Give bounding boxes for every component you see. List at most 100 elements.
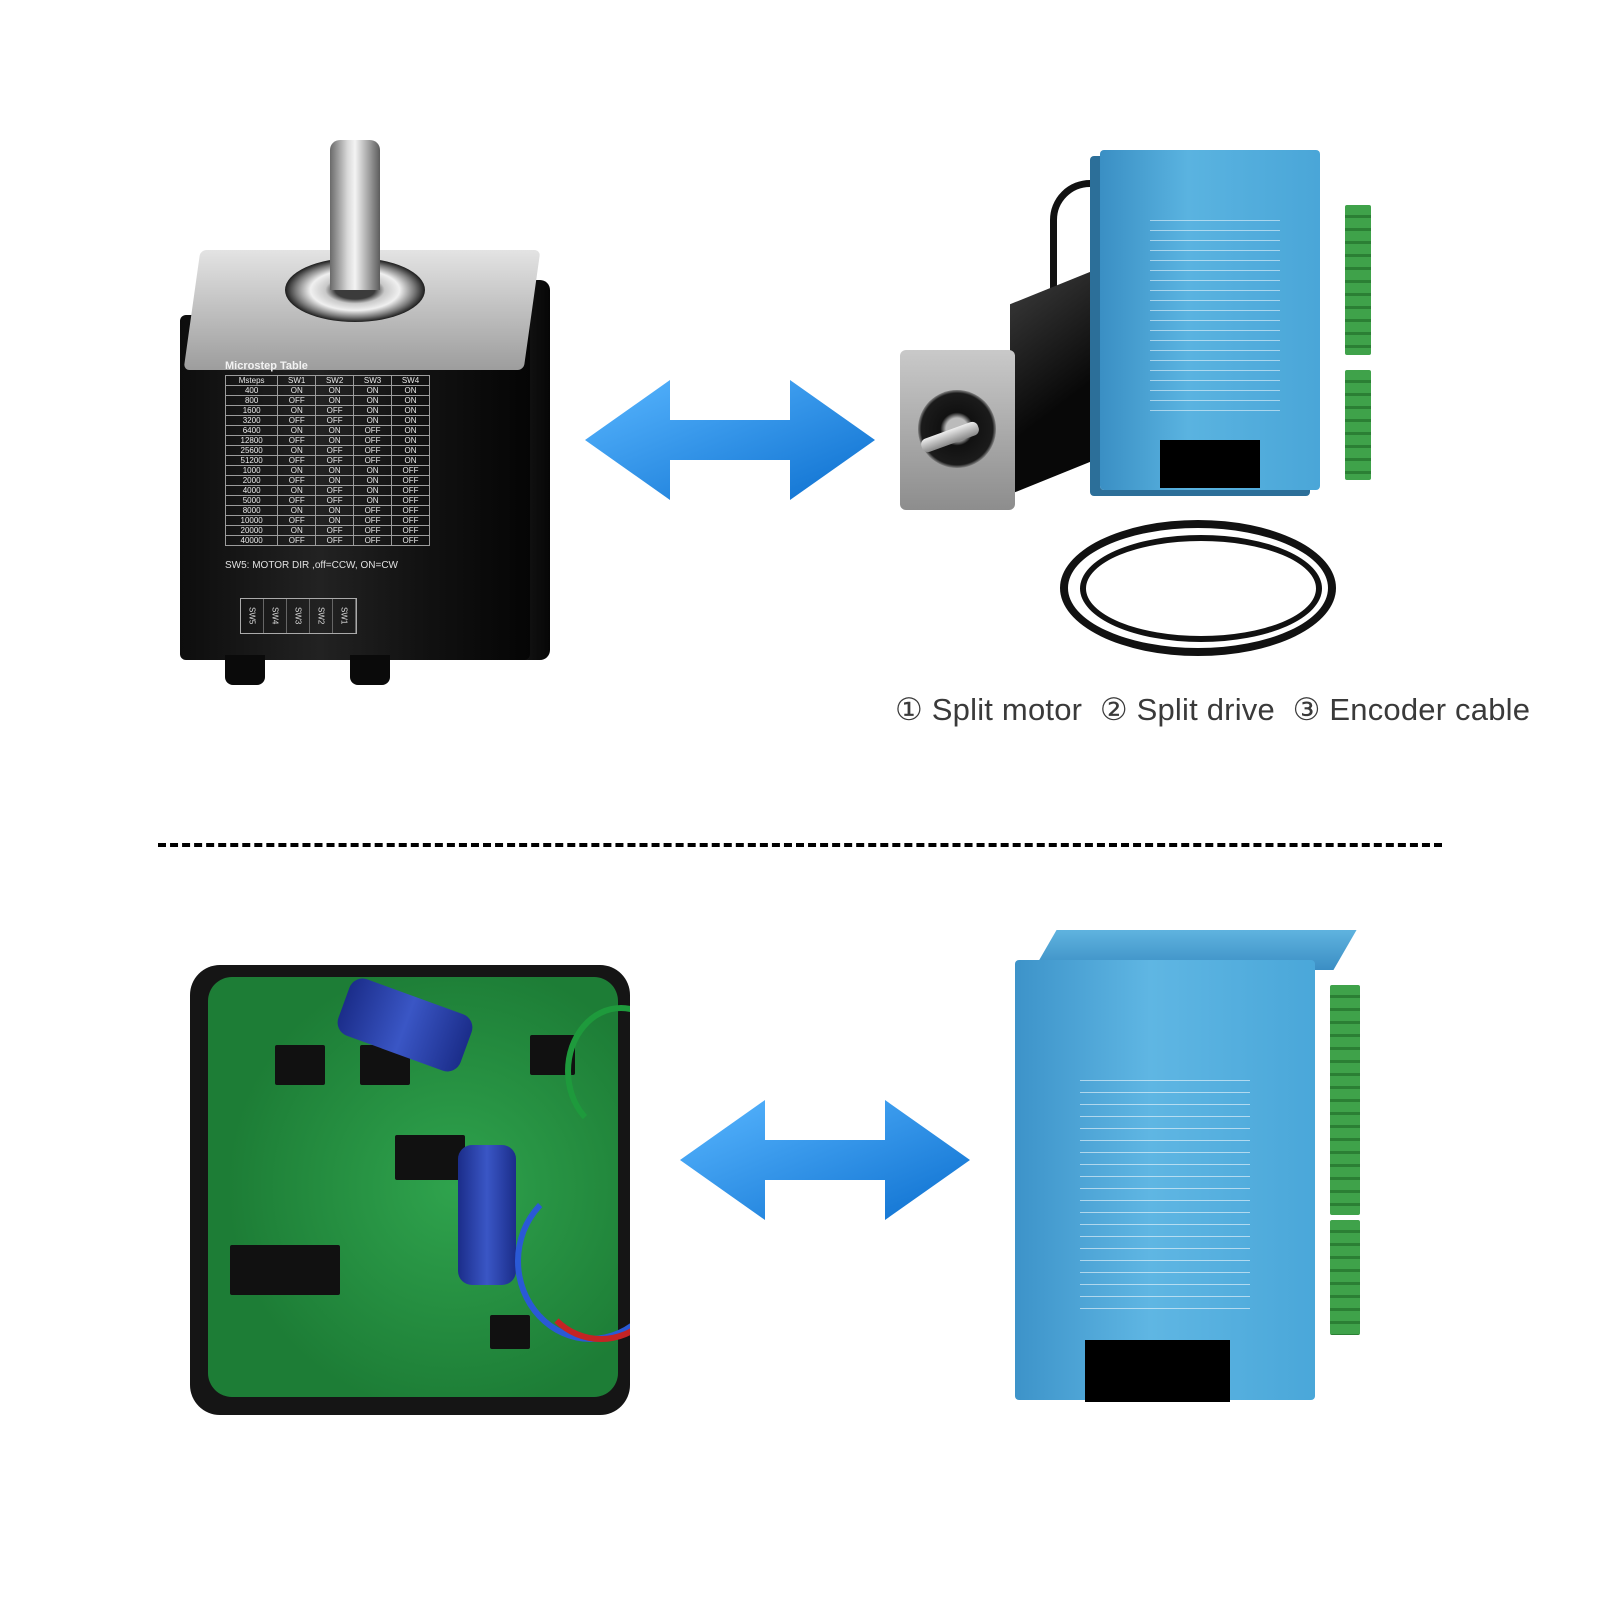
table-cell: ON [353, 405, 393, 416]
redacted-label [1160, 440, 1260, 488]
blue-wire [515, 1180, 630, 1342]
table-cell: OFF [277, 455, 317, 466]
table-cell: OFF [391, 485, 430, 496]
motor-shaft [330, 140, 380, 290]
table-cell: ON [391, 445, 430, 456]
table-cell: ON [391, 435, 430, 446]
table-cell: ON [277, 505, 317, 516]
table-cell: OFF [391, 515, 430, 526]
motor-dir-note: SW5: MOTOR DIR ,off=CCW, ON=CW [225, 560, 398, 571]
table-cell: 12800 [224, 435, 279, 446]
table-cell: OFF [315, 415, 355, 426]
caption-encoder-cable: ③ Encoder cable [1292, 692, 1531, 727]
table-header-cell: SW1 [277, 375, 317, 386]
table-cell: ON [353, 395, 393, 406]
dip-switch-label: SW4 [264, 599, 287, 633]
terminal-block [1345, 205, 1371, 355]
pcb-chip [275, 1045, 325, 1085]
table-cell: ON [277, 405, 317, 416]
table-cell: ON [277, 445, 317, 456]
table-cell: OFF [277, 495, 317, 506]
pcb-chip [230, 1245, 340, 1295]
table-cell: ON [277, 465, 317, 476]
table-cell: 51200 [224, 455, 279, 466]
table-cell: OFF [277, 395, 317, 406]
table-cell: 1000 [224, 465, 279, 476]
table-cell: 2000 [224, 475, 279, 486]
dashed-divider [158, 843, 1442, 847]
table-cell: ON [353, 385, 393, 396]
table-cell: ON [315, 385, 355, 396]
table-cell: OFF [353, 515, 393, 526]
pcb-chip [395, 1135, 465, 1180]
table-cell: OFF [391, 495, 430, 506]
drive-label [1150, 220, 1280, 420]
table-cell: ON [315, 505, 355, 516]
table-cell: OFF [315, 535, 355, 546]
table-cell: 3200 [224, 415, 279, 426]
table-cell: ON [391, 395, 430, 406]
table-cell: OFF [353, 505, 393, 516]
table-cell: OFF [353, 435, 393, 446]
table-cell: OFF [315, 455, 355, 466]
motor-foot [225, 655, 265, 685]
microstep-table-title: Microstep Table [225, 360, 308, 372]
table-cell: 800 [224, 395, 279, 406]
table-cell: ON [315, 425, 355, 436]
table-cell: ON [277, 385, 317, 396]
table-cell: 40000 [224, 535, 279, 546]
caption-split-motor: ① Split motor [895, 692, 1083, 727]
dip-switch-label: SW3 [287, 599, 310, 633]
table-cell: ON [353, 495, 393, 506]
table-cell: OFF [353, 445, 393, 456]
table-cell: OFF [315, 445, 355, 456]
table-cell: OFF [391, 525, 430, 536]
table-cell: ON [391, 455, 430, 466]
split-drive [1100, 150, 1320, 490]
table-cell: OFF [315, 495, 355, 506]
table-cell: 4000 [224, 485, 279, 496]
table-cell: OFF [277, 515, 317, 526]
table-cell: OFF [277, 415, 317, 426]
table-cell: ON [391, 405, 430, 416]
table-cell: ON [391, 385, 430, 396]
table-cell: ON [353, 485, 393, 496]
caption-split-drive: ② Split drive [1099, 692, 1275, 727]
table-cell: OFF [315, 525, 355, 536]
integrated-driver-pcb [190, 965, 630, 1415]
dip-switch-label: SW1 [333, 599, 356, 633]
table-cell: OFF [391, 475, 430, 486]
table-cell: ON [353, 415, 393, 426]
terminal-block [1345, 370, 1371, 480]
table-header-cell: SW2 [315, 375, 355, 386]
table-cell: OFF [353, 535, 393, 546]
table-cell: OFF [391, 535, 430, 546]
table-cell: OFF [277, 435, 317, 446]
encoder-cable [1060, 520, 1336, 656]
terminal-block [1330, 1220, 1360, 1335]
redacted-label [1085, 1340, 1230, 1402]
table-cell: OFF [391, 465, 430, 476]
table-header-cell: SW4 [391, 375, 430, 386]
dip-switch-label: SW2 [310, 599, 333, 633]
component-caption: ① Split motor ② Split drive ③ Encoder ca… [895, 692, 1530, 728]
table-cell: ON [315, 475, 355, 486]
table-header-cell: Msteps [224, 375, 279, 386]
table-cell: 20000 [224, 525, 279, 536]
